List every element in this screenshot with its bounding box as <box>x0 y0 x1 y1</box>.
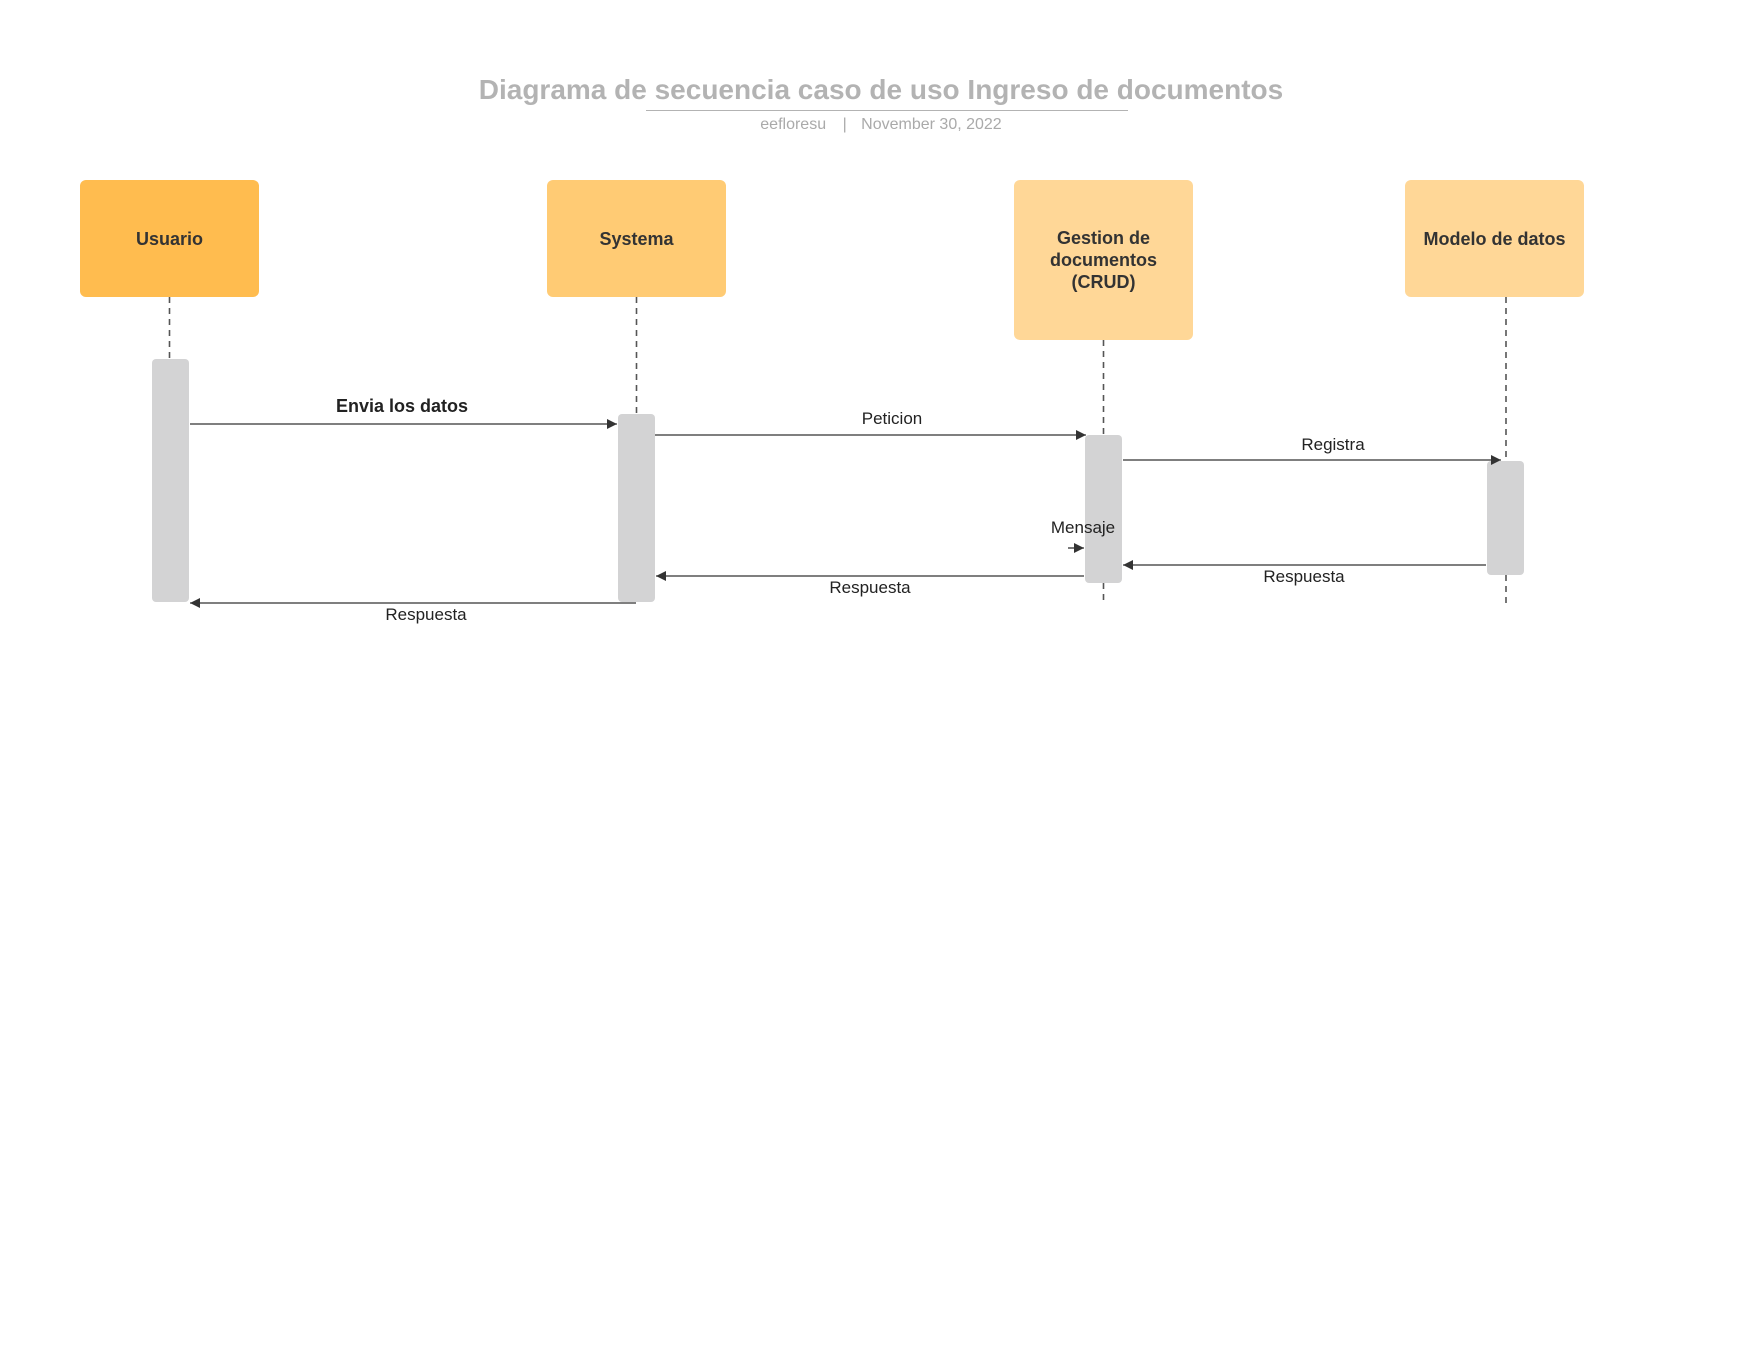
activation-systema <box>618 414 655 602</box>
diagram-title: Diagrama de secuencia caso de uso Ingres… <box>478 74 1284 105</box>
actor-systema-label: Systema <box>599 228 674 249</box>
diagram-subtitle: eefloresu | November 30, 2022 <box>0 116 1762 134</box>
activation-usuario <box>152 359 189 602</box>
actor-modelo-label: Modelo de datos <box>1423 228 1566 249</box>
actor-gestion-label: Gestion de documentos (CRUD) <box>1049 228 1157 292</box>
title-underline <box>646 110 1128 111</box>
message-label-respuesta-modelo[interactable]: Respuesta <box>1263 567 1345 586</box>
actor-systema[interactable]: Systema <box>547 180 726 297</box>
activation-gestion <box>1085 435 1122 583</box>
actor-usuario[interactable]: Usuario <box>80 180 259 297</box>
message-label-envia-los-datos[interactable]: Envia los datos <box>335 396 469 416</box>
message-label-respuesta-gestion[interactable]: Respuesta <box>829 578 911 597</box>
actor-modelo-de-datos[interactable]: Modelo de datos <box>1405 180 1584 297</box>
message-label-peticion[interactable]: Peticion <box>861 409 923 428</box>
message-label-registra[interactable]: Registra <box>1301 435 1365 454</box>
actor-gestion-de-documentos[interactable]: Gestion de documentos (CRUD) <box>1014 180 1193 340</box>
subtitle-separator: | <box>842 116 847 133</box>
activation-modelo <box>1487 461 1524 575</box>
message-label-mensaje[interactable]: Mensaje <box>1050 518 1116 537</box>
message-label-respuesta-systema[interactable]: Respuesta <box>385 605 467 624</box>
actor-usuario-label: Usuario <box>135 228 204 249</box>
author-label: eefloresu <box>760 116 827 133</box>
date-label: November 30, 2022 <box>861 116 1002 133</box>
